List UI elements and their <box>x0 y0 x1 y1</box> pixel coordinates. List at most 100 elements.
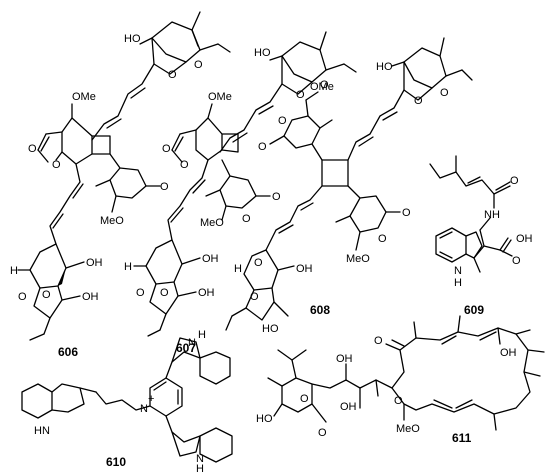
atom-label: OH <box>340 401 357 413</box>
bond <box>29 333 45 341</box>
bond <box>231 307 247 317</box>
bond <box>499 237 509 251</box>
bond <box>497 327 501 345</box>
bond <box>467 176 481 184</box>
bond <box>205 189 221 197</box>
atom-label: MeO <box>100 215 124 227</box>
bond <box>413 321 417 339</box>
atom-label: O <box>374 335 383 347</box>
bond <box>382 111 398 121</box>
bond <box>283 115 323 161</box>
atom-label: O <box>402 207 411 219</box>
atom-label: OH <box>516 233 533 245</box>
bond <box>159 313 167 331</box>
bond <box>277 265 295 271</box>
bond <box>111 195 117 213</box>
bond <box>391 327 531 415</box>
atom-label: HN <box>34 425 50 437</box>
bond <box>217 43 231 53</box>
bond <box>321 159 349 187</box>
bond <box>441 335 457 345</box>
bond <box>335 215 351 223</box>
bond <box>267 377 283 387</box>
compound-608: HO O O OMe O O O O MeO H O O OH HO 608 <box>225 37 473 335</box>
atom-label: O <box>512 255 521 267</box>
bond <box>21 383 53 419</box>
compound-609: O NH OH O N H 609 <box>429 155 533 317</box>
atom-label: OH <box>202 253 219 265</box>
bond <box>191 11 201 31</box>
bond <box>403 61 433 101</box>
atom-label: O <box>194 59 203 71</box>
bond <box>527 349 545 353</box>
bond <box>174 136 184 152</box>
atom-label: O <box>320 79 329 91</box>
atom-label: NH <box>484 209 500 221</box>
bond <box>95 179 111 187</box>
bond <box>181 257 201 265</box>
bond <box>291 359 297 379</box>
bond <box>347 185 387 233</box>
bond <box>493 185 511 195</box>
bond <box>473 229 485 273</box>
atom-label: H <box>454 277 462 289</box>
compound-611: O O OH HO OH O O MeO OH 611 <box>256 315 545 445</box>
atom-label: OH <box>198 287 215 299</box>
bond <box>55 151 63 161</box>
atom-label: O <box>254 257 263 269</box>
wedge <box>58 268 66 286</box>
bond <box>45 131 63 135</box>
atom-label: N <box>140 403 148 415</box>
bond <box>243 249 279 291</box>
atom-label: O <box>28 143 37 155</box>
bond <box>149 377 183 417</box>
atom-label: O <box>272 191 281 203</box>
compound-610: N H N + N H HN 610 <box>21 329 233 475</box>
atom-label: MeO <box>346 253 370 265</box>
atom-label: O <box>394 395 403 407</box>
atom-label: O <box>318 427 327 439</box>
bond <box>439 37 445 57</box>
bond <box>281 55 313 95</box>
bond <box>499 249 513 257</box>
bond <box>43 317 51 335</box>
atom-label: H <box>196 463 204 475</box>
bond <box>245 287 275 321</box>
bond <box>319 119 333 129</box>
atom-label: O <box>258 141 267 153</box>
atom-label: OH <box>296 263 313 275</box>
compound-606: HO O O OMe O O O MeO OH H O O OH 606 <box>10 11 231 359</box>
bond <box>343 63 357 73</box>
bond <box>311 403 327 423</box>
compound-607: HO O O OMe O O O O MeO OH H O O OH 607 <box>124 31 357 355</box>
bond <box>219 83 283 153</box>
atom-label: HO <box>376 61 393 73</box>
bond <box>95 391 151 411</box>
bond <box>278 224 294 234</box>
bond <box>207 103 213 119</box>
bond <box>165 361 173 379</box>
atom-label: HO <box>262 323 279 335</box>
bond <box>171 337 201 363</box>
bond <box>457 315 461 333</box>
bond <box>445 69 463 77</box>
atom-label: O <box>440 87 449 99</box>
atom-label: OH <box>500 347 517 359</box>
bond <box>91 135 111 155</box>
bond <box>358 136 374 147</box>
bond <box>221 133 239 153</box>
atom-label: HO <box>124 33 141 45</box>
bond <box>439 231 453 239</box>
compound-id: 607 <box>176 341 196 355</box>
bond <box>221 205 227 221</box>
bond <box>72 183 84 199</box>
bond <box>199 427 233 463</box>
bond <box>171 149 183 163</box>
atom-label: N <box>188 337 196 349</box>
atom-label: H <box>198 329 206 341</box>
atom-label: OH <box>82 291 99 303</box>
bond <box>258 105 274 115</box>
compound-id: 606 <box>58 345 78 359</box>
bond <box>439 251 453 259</box>
bond <box>170 207 184 223</box>
